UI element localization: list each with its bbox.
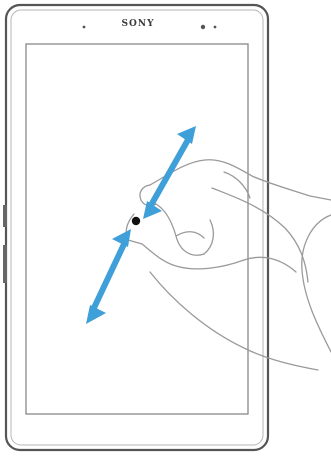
- tablet-screen: [26, 44, 248, 414]
- touch-point-dot: [132, 217, 140, 225]
- power-button: [3, 205, 7, 227]
- brand-logo: SONY: [108, 19, 168, 29]
- tablet-device: [3, 5, 268, 450]
- speaker-dot-left: [83, 26, 86, 29]
- front-camera: [201, 25, 205, 29]
- sensor-dot: [214, 26, 217, 29]
- volume-button: [3, 245, 7, 283]
